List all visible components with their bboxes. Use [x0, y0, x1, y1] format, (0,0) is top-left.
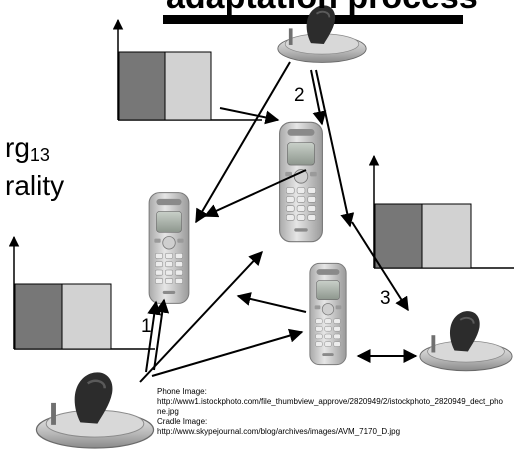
step-label-2: 2	[294, 85, 305, 106]
phone-credit-url: http://www1.istockphoto.com/file_thumbvi…	[157, 397, 504, 416]
dect-base-station-icon	[418, 310, 514, 372]
bullet-a-subscript: 13	[29, 145, 50, 165]
dect-handset-icon	[148, 192, 190, 304]
image-credits: Phone Image: http://www1.istockphoto.com…	[157, 387, 507, 437]
step-label-3: 3	[380, 288, 391, 309]
bar-chart-icon	[8, 235, 155, 350]
link-arrows	[139, 61, 418, 383]
slide-title: adaptation process	[166, 0, 478, 17]
phone-credit-heading: Phone Image:	[157, 387, 207, 396]
bullet-a-text: rg	[5, 132, 30, 163]
bar-chart-icon	[112, 18, 262, 121]
dect-base-station-icon	[35, 371, 155, 450]
bullet-line-a: rg13	[5, 132, 50, 166]
cradle-credit-url: http://www.skypejournal.com/blog/archive…	[157, 427, 401, 436]
step-label-1: 1	[141, 316, 152, 337]
bar-chart-icon	[368, 154, 514, 269]
dect-handset-icon	[279, 121, 323, 243]
bullet-line-b: rality	[5, 170, 65, 201]
dect-handset-icon	[309, 262, 347, 366]
cradle-credit-heading: Cradle Image:	[157, 417, 208, 426]
